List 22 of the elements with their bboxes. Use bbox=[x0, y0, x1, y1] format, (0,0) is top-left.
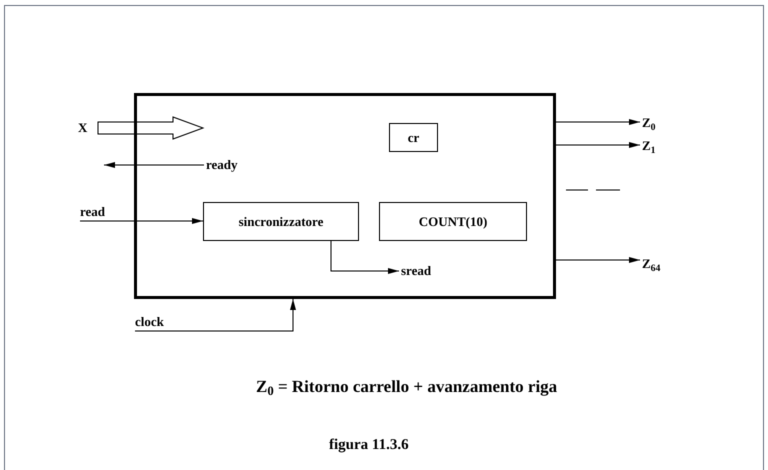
hollow-arrow bbox=[98, 116, 204, 140]
arrow bbox=[80, 218, 204, 224]
arrow bbox=[104, 162, 204, 168]
signal-label: Z$_{0}$ bbox=[642, 111, 676, 135]
signal-label: sread bbox=[401, 262, 439, 280]
signal-label: clock bbox=[135, 313, 179, 331]
process-box: sincronizzatore bbox=[203, 202, 359, 241]
arrow bbox=[556, 257, 640, 263]
figure-caption: figura 11.3.6 bbox=[329, 436, 409, 455]
signal-label: Z$_{1}$ bbox=[642, 134, 676, 158]
counter-box: COUNT(10) bbox=[379, 202, 527, 241]
signal-label: Z$_{64}$ bbox=[642, 251, 686, 277]
register-box: cr bbox=[389, 123, 438, 152]
signal-label: read bbox=[80, 203, 124, 221]
block-box bbox=[134, 93, 556, 299]
arrow bbox=[134, 298, 296, 332]
arrow bbox=[556, 119, 640, 125]
arrow bbox=[556, 142, 640, 148]
signal-label: X bbox=[78, 119, 96, 137]
signal-label: ready bbox=[206, 156, 254, 174]
formula-note: Z$_{0}$ = Ritorno carrello + avanzamento riga bbox=[256, 376, 558, 400]
arrow bbox=[330, 240, 400, 274]
